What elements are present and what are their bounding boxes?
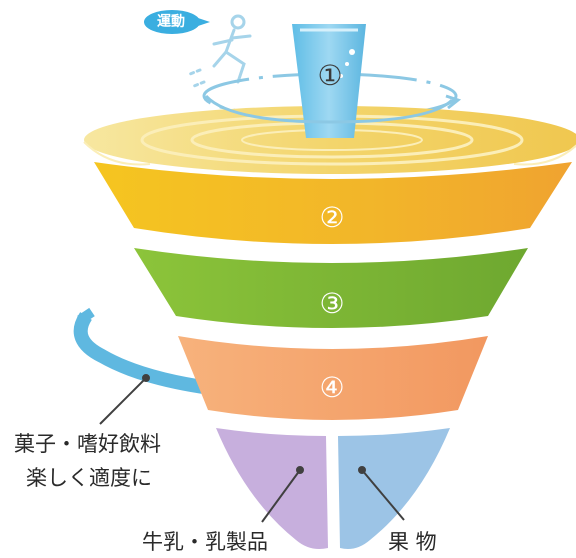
top-disc — [83, 106, 576, 174]
tier-4-band — [178, 336, 488, 420]
tier-4-number: ④ — [319, 371, 345, 404]
tier-1-number: ① — [317, 59, 343, 92]
snack-ribbon — [73, 312, 211, 395]
dairy-label: 牛乳・乳製品 — [142, 530, 268, 554]
tier-2-band — [94, 162, 572, 244]
tier-5-fruit — [338, 428, 450, 549]
tier-2-number: ② — [319, 201, 345, 234]
leader-lines — [99, 374, 405, 523]
water-glass — [292, 24, 366, 138]
sweets-label: 菓子・嗜好飲料 — [14, 432, 161, 456]
tier-3-number: ③ — [319, 287, 345, 320]
tier-3-band — [134, 248, 528, 328]
spin-ring-front — [204, 94, 454, 124]
running-person-icon — [188, 14, 252, 88]
fruit-label: 果 物 — [388, 530, 437, 554]
tier-5-dairy — [216, 428, 328, 549]
sweets-sublabel: 楽しく適度に — [26, 466, 152, 490]
exercise-badge — [144, 10, 210, 34]
exercise-label: 運動 — [157, 14, 185, 30]
spin-ring-arrow — [445, 94, 462, 110]
